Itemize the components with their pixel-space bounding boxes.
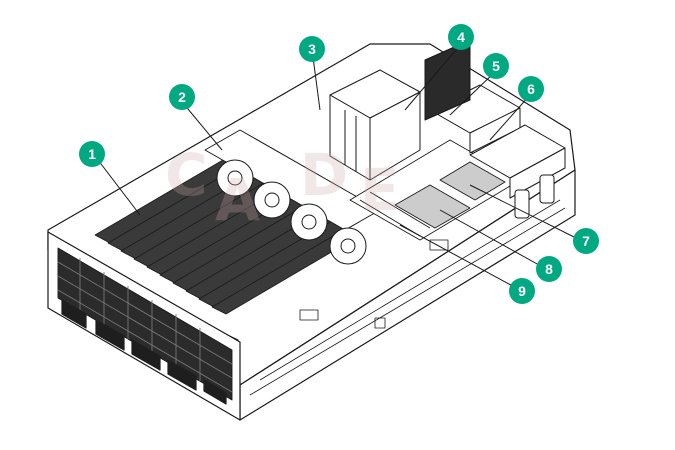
svg-text:8: 8 <box>545 261 553 277</box>
side-panel-details <box>249 199 566 396</box>
fan-cage <box>204 129 381 265</box>
svg-text:5: 5 <box>492 58 500 74</box>
callout-2: 2 <box>169 84 195 110</box>
callout-6: 6 <box>518 76 544 102</box>
svg-text:1: 1 <box>88 146 96 162</box>
callout-4: 4 <box>448 24 474 50</box>
callout-3: 3 <box>299 36 325 62</box>
svg-text:E: E <box>360 156 400 224</box>
callout-1: 1 <box>79 141 105 167</box>
power-supply-bays <box>424 39 566 199</box>
svg-text:A: A <box>215 166 260 234</box>
server-chassis <box>47 39 576 421</box>
callout-leader-lines <box>97 44 585 291</box>
svg-text:6: 6 <box>527 81 535 97</box>
svg-text:D: D <box>300 141 348 209</box>
callout-5: 5 <box>483 53 509 79</box>
rear-handles <box>514 174 555 219</box>
svg-text:9: 9 <box>518 283 526 299</box>
callout-7: 7 <box>573 228 599 254</box>
svg-text:7: 7 <box>582 233 590 249</box>
svg-text:3: 3 <box>308 41 316 57</box>
watermark: C A D E <box>165 141 400 234</box>
callout-9: 9 <box>509 278 535 304</box>
svg-text:2: 2 <box>178 89 186 105</box>
front-drive-blocks <box>61 299 227 405</box>
svg-text:C: C <box>165 141 208 209</box>
callouts: 1 2 3 4 5 6 7 8 <box>79 24 599 304</box>
svg-text:4: 4 <box>457 29 465 45</box>
callout-8: 8 <box>536 256 562 282</box>
front-bezel-grille <box>57 247 233 401</box>
riser-cage <box>329 69 421 181</box>
